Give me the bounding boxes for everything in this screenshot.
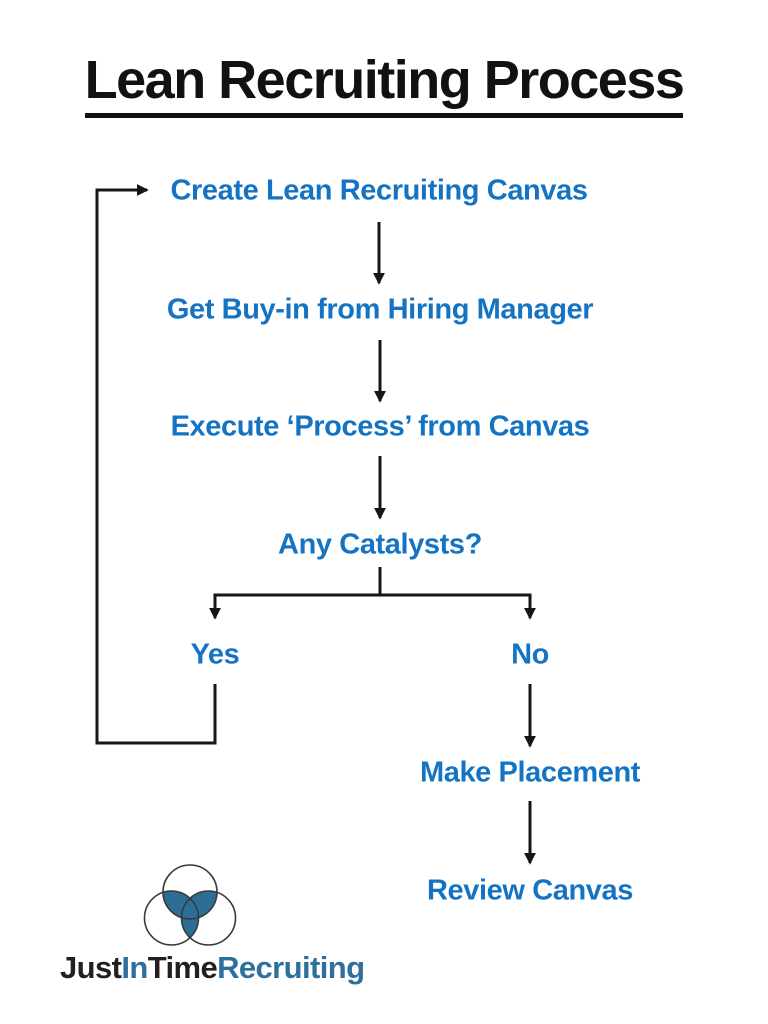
node-any-catalysts: Any Catalysts? [278, 528, 482, 561]
page-title-text: Lean Recruiting Process [84, 52, 685, 118]
node-make-placement: Make Placement [419, 756, 641, 789]
node-review-canvas: Review Canvas [427, 874, 633, 907]
page-title: Lean Recruiting Process [0, 52, 768, 118]
node-yes-label: Yes [190, 638, 240, 671]
logo: JustInTimeRecruiting [60, 860, 365, 986]
node-execute-process: Execute ‘Process’ from Canvas [170, 410, 590, 443]
logo-wordmark: JustInTimeRecruiting [60, 950, 365, 986]
logo-venn-icon [143, 864, 237, 946]
node-get-buy-in: Get Buy-in from Hiring Manager [166, 293, 594, 326]
venn-outlines [143, 864, 237, 946]
logo-word-time: Time [147, 950, 218, 985]
logo-word-in: In [121, 950, 148, 985]
node-create-canvas: Create Lean Recruiting Canvas [170, 174, 588, 207]
logo-word-just: Just [60, 950, 122, 985]
node-no-label: No [511, 638, 549, 671]
logo-word-recruiting: Recruiting [217, 950, 365, 985]
